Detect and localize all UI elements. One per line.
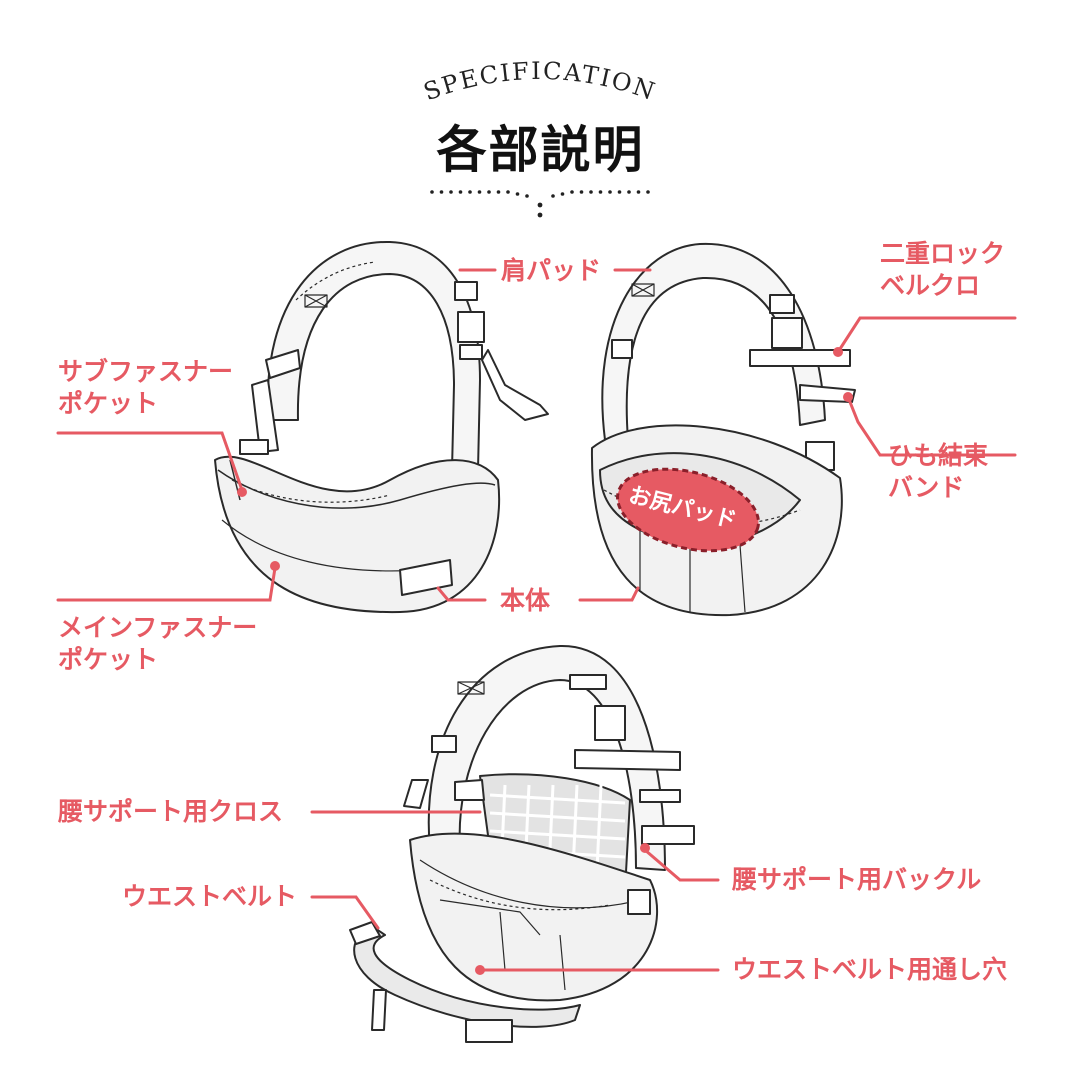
label-string-band: ひも結束 バンド [888, 441, 989, 502]
label-waist-belt: ウエストベルト [122, 882, 298, 911]
page-title: 各部説明 [436, 121, 645, 179]
label-double-lock-velcro: 二重ロック ベルクロ [880, 239, 1006, 300]
leader-lines [56, 268, 1017, 972]
carrier-open-view [349, 644, 695, 1043]
label-waist-belt-loop: ウエストベルト用通し穴 [732, 955, 1008, 984]
label-shoulder-pad: 肩パッド [501, 256, 602, 285]
label-waist-support-buckle: 腰サポート用バックル [732, 865, 982, 894]
label-main-body: 本体 [500, 586, 551, 615]
hip-pad-highlight [616, 467, 760, 553]
label-main-zipper-pocket: メインファスナー ポケット [58, 613, 258, 674]
carrier-front-view [214, 240, 549, 614]
label-waist-support-cloth: 腰サポート用クロス [58, 797, 284, 826]
spec-eyebrow: SPECIFICATION [420, 57, 660, 106]
leader-dots [237, 347, 853, 975]
dotted-divider [430, 190, 650, 218]
carrier-back-view [590, 242, 856, 617]
label-sub-zipper-pocket: サブファスナー ポケット [58, 357, 234, 418]
